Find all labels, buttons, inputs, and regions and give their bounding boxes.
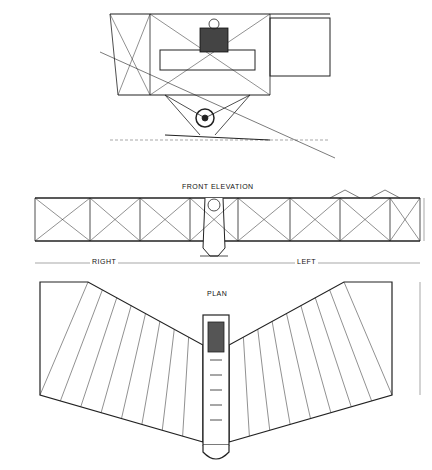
- bracing-wire: [35, 198, 90, 241]
- bracing-wire: [90, 198, 140, 241]
- plan-view: [40, 282, 420, 459]
- bracing-wire: [390, 198, 420, 241]
- view-label: PLAN: [205, 290, 229, 297]
- strut: [140, 198, 141, 241]
- view-label: LEFT: [295, 258, 318, 265]
- strut: [290, 198, 291, 241]
- bracing-wire: [190, 198, 238, 241]
- side-elevation: [100, 14, 335, 158]
- strut: [390, 198, 391, 241]
- bracing-wire: [290, 198, 340, 241]
- strut: [90, 198, 91, 241]
- strut: [190, 198, 191, 241]
- view-label: RIGHT: [90, 258, 118, 265]
- strut: [340, 198, 341, 241]
- bracing-wire: [290, 198, 340, 241]
- bracing-wire: [340, 198, 390, 241]
- bracing-wire: [390, 198, 420, 241]
- bracing-wire: [90, 198, 140, 241]
- bracing-wire: [340, 198, 390, 241]
- front-elevation: [35, 190, 424, 263]
- wing-rib: [40, 282, 203, 442]
- view-label: FRONT ELEVATION: [180, 183, 256, 190]
- bracing-wire: [238, 198, 290, 241]
- strut: [35, 198, 36, 241]
- bracing-wire: [140, 198, 190, 241]
- bracing-wire: [140, 198, 190, 241]
- bracing-wire: [238, 198, 290, 241]
- strut: [420, 198, 421, 241]
- wing-rib: [229, 282, 392, 442]
- bracing-wire: [190, 198, 238, 241]
- bracing-wire: [35, 198, 90, 241]
- strut: [238, 198, 239, 241]
